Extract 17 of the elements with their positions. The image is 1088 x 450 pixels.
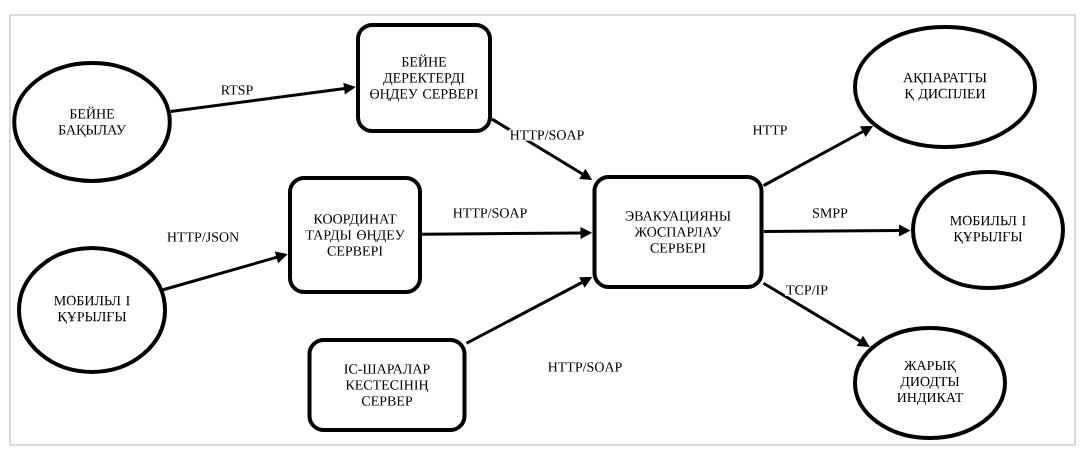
process-box: ІС-ШАРАЛАР КЕСТЕСІНІҢ СЕРВЕР (307, 338, 467, 432)
process-box: КООРДИНАТ ТАРДЫ ӨҢДЕУ СЕРВЕРІ (288, 176, 422, 294)
process-box: БЕЙНЕ ДЕРЕКТЕРДІ ӨҢДЕУ СЕРВЕРІ (356, 23, 492, 133)
edge-label: RTSP (219, 84, 255, 96)
edge-label: HTTP/SOAP (451, 207, 529, 219)
ellipse-node: МОБИЛЬЛ І ҚҰРЫЛҒЫ (911, 170, 1065, 290)
edge-label: HTTP/JSON (165, 231, 241, 243)
edge-label: TCP/IP (785, 284, 829, 296)
ellipse-node: МОБИЛЬЛ І ҚҰРЫЛҒЫ (17, 246, 167, 374)
ellipse-node: ЖАРЫҚ ДИОДТЫ ИНДИКАТ (853, 326, 1007, 440)
edge-label: HTTP (751, 124, 789, 136)
ellipse-node: БЕЙНЕ БАҚЫЛАУ (12, 61, 172, 183)
edge-label: SMPP (811, 207, 849, 219)
ellipse-node: АҚПАРАТТЫ Қ ДИСПЛЕИ (853, 25, 1037, 149)
edge-label: HTTP/SOAP (546, 361, 624, 373)
edge-label: HTTP/SOAP (508, 129, 586, 141)
process-box: ЭВАКУАЦИЯНЫ ЖОСПАРЛАУ СЕРВЕРІ (592, 175, 764, 289)
